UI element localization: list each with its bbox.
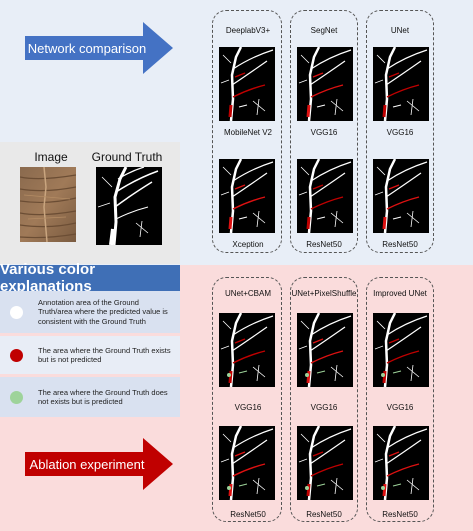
segmentation-result-image xyxy=(219,426,275,500)
white-dot-icon xyxy=(10,305,23,319)
backbone-label: VGG16 xyxy=(386,403,414,412)
legend-item-text: The area where the Ground Truth does not… xyxy=(38,387,168,406)
backbone-label: ResNet50 xyxy=(382,240,418,249)
segmentation-result-image xyxy=(373,313,429,387)
sample-image xyxy=(19,166,77,243)
column-title: DeeplabV3+ xyxy=(225,26,271,35)
network-comparison-arrow: Network comparison xyxy=(25,22,173,74)
segmentation-result-image xyxy=(219,47,275,121)
legend-item-text: Annotation area of the Ground Truth/area… xyxy=(38,297,168,326)
column-title: UNet+CBAM xyxy=(224,289,271,298)
green-dot-icon xyxy=(10,390,23,404)
segmentation-result-image xyxy=(219,313,275,387)
comparison-column-unet xyxy=(366,10,434,253)
segmentation-result-image xyxy=(373,426,429,500)
column-title: Improved UNet xyxy=(373,289,427,298)
comparison-column-deeplab xyxy=(212,10,282,253)
segmentation-result-image xyxy=(297,47,353,121)
backbone-label: ResNet50 xyxy=(306,240,342,249)
column-title: SegNet xyxy=(310,26,338,35)
segmentation-result-image xyxy=(219,159,275,233)
ablation-experiment-arrow: Ablation experiment xyxy=(25,438,173,490)
column-title: UNet xyxy=(390,26,410,35)
segmentation-result-image xyxy=(297,426,353,500)
network-comparison-text: Network comparison xyxy=(28,41,147,56)
red-dot-icon xyxy=(10,348,23,362)
backbone-label: VGG16 xyxy=(386,128,414,137)
legend-item-false-positive: The area where the Ground Truth does not… xyxy=(0,377,180,417)
legend-title: Various color explanations xyxy=(0,261,180,295)
ground-truth-mask xyxy=(96,166,162,246)
segmentation-result-image xyxy=(297,159,353,233)
segmentation-result-image xyxy=(373,47,429,121)
legend-item-correct: Annotation area of the Ground Truth/area… xyxy=(0,291,180,333)
backbone-label: VGG16 xyxy=(310,128,338,137)
backbone-label: Xception xyxy=(232,240,264,249)
legend-item-text: The area where the Ground Truth exists b… xyxy=(38,345,171,364)
segmentation-result-image xyxy=(373,159,429,233)
ablation-column-pixelshuffle xyxy=(290,277,358,522)
ablation-column-cbam xyxy=(212,277,282,522)
backbone-label: VGG16 xyxy=(234,403,262,412)
ablation-column-improved-unet xyxy=(366,277,434,522)
segmentation-result-image xyxy=(297,313,353,387)
backbone-label: MobileNet V2 xyxy=(223,128,273,137)
backbone-label: ResNet50 xyxy=(382,510,418,519)
ablation-experiment-text: Ablation experiment xyxy=(30,457,145,472)
ground-truth-label: Ground Truth xyxy=(91,150,163,164)
comparison-column-segnet xyxy=(290,10,358,253)
legend-item-missed: The area where the Ground Truth exists b… xyxy=(0,336,180,374)
backbone-label: ResNet50 xyxy=(306,510,342,519)
column-title: UNet+PixelShuffle xyxy=(291,289,357,298)
backbone-label: ResNet50 xyxy=(230,510,266,519)
backbone-label: VGG16 xyxy=(310,403,338,412)
image-label: Image xyxy=(34,150,68,164)
